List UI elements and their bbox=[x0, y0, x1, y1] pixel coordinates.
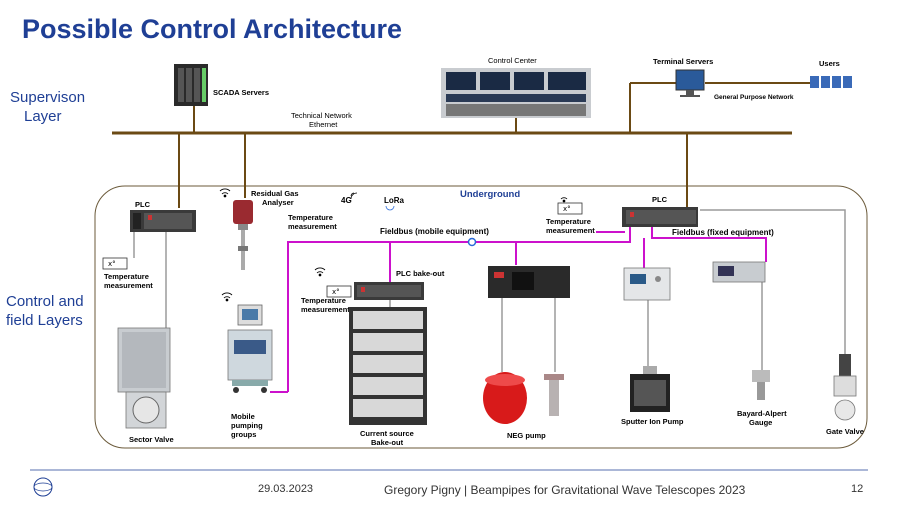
residual-gas-analyser-icon bbox=[233, 200, 253, 270]
scada-server-icon bbox=[174, 64, 208, 106]
mobile-pumping-group-icon bbox=[227, 304, 273, 393]
underground-label: Underground bbox=[460, 189, 520, 200]
supervision-layer-line-2: Layer bbox=[24, 108, 62, 125]
temp-left-label-1: Temperature bbox=[104, 272, 149, 281]
temp-mid-label-2: measurement bbox=[288, 222, 337, 231]
network-4g-label: 4G bbox=[341, 196, 352, 205]
temp-sensor-left-icon: x° bbox=[102, 257, 128, 270]
plc-right-icon bbox=[622, 207, 698, 227]
rga-label-1: Residual Gas bbox=[251, 189, 299, 198]
cern-logo-icon bbox=[33, 477, 53, 497]
svg-text:x°: x° bbox=[108, 260, 116, 268]
sector-valve-label: Sector Valve bbox=[129, 435, 174, 444]
wifi-icon-rga bbox=[219, 188, 231, 198]
lora-signal-icon bbox=[385, 205, 395, 211]
mobile-pumping-label-3: groups bbox=[231, 430, 256, 439]
plc-bakeout-icon bbox=[354, 282, 424, 300]
temp-bake-label-2: measurement bbox=[301, 305, 350, 314]
bayard-label-1: Bayard-Alpert bbox=[737, 409, 787, 418]
signal-4g-icon bbox=[350, 192, 358, 200]
footer-presenter: Gregory Pigny | Beampipes for Gravitatio… bbox=[384, 483, 746, 497]
technical-network-label-2: Ethernet bbox=[309, 120, 338, 129]
gate-valve-label: Gate Valve bbox=[826, 427, 864, 436]
gate-valve-icon bbox=[833, 354, 857, 421]
temp-left-label-2: measurement bbox=[104, 281, 153, 290]
supervision-layer-label: Supervison Layer bbox=[10, 88, 85, 126]
control-layer-line-1: Control and bbox=[6, 293, 84, 310]
mobile-pumping-label-1: Mobile bbox=[231, 412, 255, 421]
instrument-cables bbox=[133, 209, 846, 372]
fieldbus-mobile-label: Fieldbus (mobile equipment) bbox=[380, 227, 489, 236]
plc-right-label: PLC bbox=[652, 195, 668, 204]
plc-bakeout-label: PLC bake-out bbox=[396, 269, 445, 278]
control-layer-label: Control and field Layers bbox=[6, 292, 84, 330]
sputter-pump-label: Sputter Ion Pump bbox=[621, 417, 684, 426]
neg-pump-icon bbox=[483, 372, 564, 424]
supervision-layer-line-1: Supervison bbox=[10, 89, 86, 106]
neg-controller-icon bbox=[488, 266, 570, 298]
page-title: Possible Control Architecture bbox=[22, 14, 403, 44]
svg-text:x°: x° bbox=[332, 288, 340, 296]
technical-network-label-1: Technical Network bbox=[291, 111, 352, 120]
current-source-rack-icon bbox=[349, 307, 427, 425]
wifi-icon-pump bbox=[221, 292, 233, 302]
mobile-pumping-label-2: pumping bbox=[231, 421, 263, 430]
current-source-label-1: Current source bbox=[360, 429, 414, 438]
footer-date: 29.03.2023 bbox=[258, 483, 314, 495]
terminal-servers-label: Terminal Servers bbox=[653, 57, 713, 66]
current-source-label-2: Bake-out bbox=[371, 438, 404, 447]
temp-mid-label-1: Temperature bbox=[288, 213, 333, 222]
sector-valve-icon bbox=[117, 327, 171, 429]
control-center-image bbox=[441, 68, 591, 118]
general-network-label: General Purpose Network bbox=[714, 94, 794, 101]
plc-left-icon bbox=[130, 210, 196, 232]
gauge-controller-icon bbox=[712, 261, 766, 283]
ion-pump-controller-icon bbox=[623, 267, 671, 301]
users-label: Users bbox=[819, 59, 840, 68]
temp-sensor-bake-icon: x° bbox=[326, 285, 352, 298]
underground-container bbox=[94, 185, 868, 449]
temp-sensor-right-icon: x° bbox=[557, 202, 583, 215]
temp-bake-label-1: Temperature bbox=[301, 296, 346, 305]
fieldbus-fixed-label: Fieldbus (fixed equipment) bbox=[672, 228, 774, 237]
wifi-icon-temp-right bbox=[560, 197, 568, 203]
neg-pump-label: NEG pump bbox=[507, 431, 546, 440]
control-layer-line-2: field Layers bbox=[6, 312, 83, 329]
control-center-label: Control Center bbox=[488, 56, 537, 65]
rga-label-2: Analyser bbox=[262, 198, 294, 207]
bayard-alpert-gauge-icon bbox=[752, 370, 770, 400]
sputter-ion-pump-icon bbox=[630, 366, 670, 412]
plc-left-label: PLC bbox=[135, 200, 151, 209]
lora-label: LoRa bbox=[384, 196, 405, 205]
fieldbus-network bbox=[270, 225, 767, 393]
svg-text:x°: x° bbox=[563, 205, 571, 213]
users-icon bbox=[810, 76, 852, 88]
temp-right-label-2: measurement bbox=[546, 226, 595, 235]
page-number: 12 bbox=[851, 483, 864, 495]
scada-label: SCADA Servers bbox=[213, 88, 269, 97]
wifi-icon-temp bbox=[314, 267, 326, 277]
ethernet-network bbox=[112, 82, 810, 208]
bayard-label-2: Gauge bbox=[749, 418, 772, 427]
temp-right-label-1: Temperature bbox=[546, 217, 591, 226]
terminal-server-icon bbox=[675, 69, 705, 97]
